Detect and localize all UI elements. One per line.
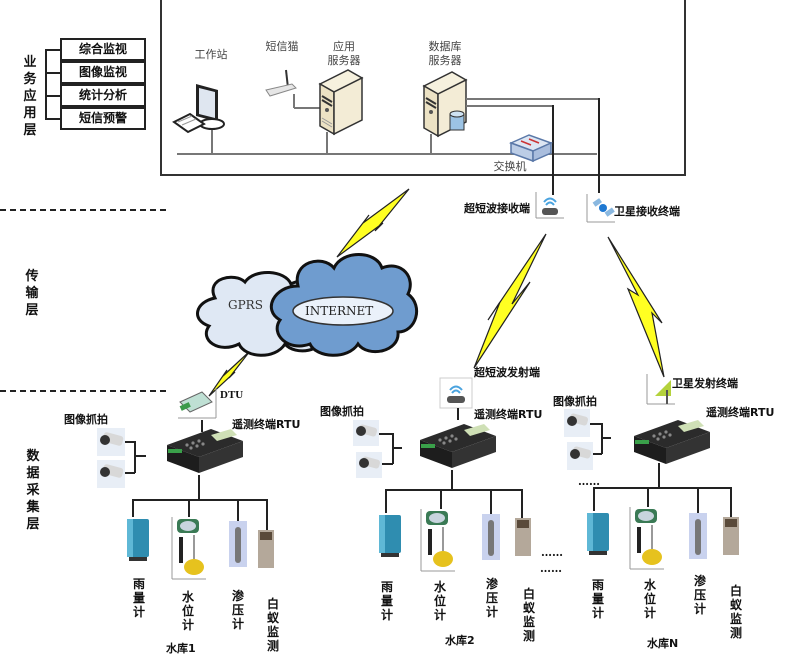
lightning-center-internet <box>336 188 410 258</box>
camera-icon-nb <box>567 442 593 470</box>
workstation-label: 工作站 <box>194 48 228 61</box>
db-server-label: 数据库 服务器 <box>428 40 462 67</box>
sensor-label-rain-1: 雨量计 <box>132 577 145 619</box>
sensor-label-piezometer-1: 渗压计 <box>231 589 244 631</box>
db-to-satellite-link <box>466 98 600 100</box>
rtu-label-n: 遥测终端RTU <box>706 406 775 419</box>
app-module-comprehensive-monitoring[interactable]: 综合监视 <box>60 38 146 61</box>
app-server-label: 应用 服务器 <box>327 40 361 67</box>
station-name-2: 水库2 <box>445 634 475 647</box>
piezometer-icon-2 <box>482 514 500 560</box>
rtu-label-1: 遥测终端RTU <box>232 418 301 431</box>
app-server-icon <box>318 69 364 154</box>
sensor-ellipsis-n: …… <box>540 562 562 575</box>
camera-label-2: 图像抓拍 <box>320 405 364 418</box>
camera-icon-2a <box>353 420 379 446</box>
station-name-1: 水库1 <box>166 642 196 655</box>
sms-modem-icon <box>265 69 322 109</box>
layer-label-application: 业务应用层 <box>23 55 37 138</box>
sensor-ellipsis-2: …… <box>541 546 563 559</box>
sensor-label-water-1: 水位计 <box>181 590 194 632</box>
satellite-transmitter-label: 卫星发射终端 <box>672 377 738 390</box>
uhf-transmitter-label: 超短波发射端 <box>474 366 540 379</box>
termite-monitor-icon-n <box>723 517 739 555</box>
app-module-sms-alert[interactable]: 短信预警 <box>60 107 146 130</box>
layer-label-collection: 数据采集层 <box>26 449 40 532</box>
satellite-receiver-icon <box>586 194 615 223</box>
termite-monitor-icon-2 <box>515 518 531 556</box>
rtu-label-2: 遥测终端RTU <box>474 408 543 421</box>
termite-monitor-icon-1 <box>258 530 274 568</box>
uhf-receiver-label: 超短波接收端 <box>464 202 530 215</box>
camera-icon-2b <box>356 452 382 478</box>
satellite-receiver-label: 卫星接收终端 <box>614 205 680 218</box>
sms-modem-label: 短信猫 <box>265 40 299 53</box>
layer-label-transmission: 传输层 <box>25 269 39 318</box>
satellite-transmitter-icon <box>646 374 675 405</box>
internet-label: INTERNET <box>305 304 374 318</box>
workstation-icon <box>172 84 225 153</box>
water-level-gauge-icon-2 <box>420 509 455 572</box>
water-level-gauge-icon-1 <box>171 517 206 580</box>
piezometer-icon-1 <box>229 521 247 567</box>
camera-icon-na <box>564 409 590 437</box>
piezometer-icon-n <box>689 513 707 559</box>
switch-icon <box>508 134 554 163</box>
rtu-device-icon <box>167 429 243 473</box>
rtu-device-icon <box>420 424 496 468</box>
camera-icon-1b <box>97 460 125 488</box>
sensor-label-termite-n: 白蚁监测 <box>729 584 742 640</box>
lightning-satellite-link <box>607 236 665 378</box>
sensor-label-termite-2: 白蚁监测 <box>522 587 535 643</box>
lan-backbone <box>177 153 597 155</box>
rain-gauge-icon-n <box>587 513 609 555</box>
sensor-label-rain-n: 雨量计 <box>591 578 604 620</box>
sensor-label-piezometer-2: 渗压计 <box>485 577 498 619</box>
lightning-uhf-link <box>473 233 547 369</box>
camera-label-n: 图像抓拍 <box>553 395 597 408</box>
rain-gauge-icon-2 <box>379 515 401 557</box>
lightning-gprs-dtu <box>208 350 251 397</box>
water-level-gauge-icon-n <box>629 507 664 570</box>
rtu-device-icon <box>634 420 710 464</box>
sensor-label-water-2: 水位计 <box>433 580 446 622</box>
camera-icon-1a <box>97 428 125 456</box>
db-to-uhf-link <box>466 105 554 107</box>
app-module-image-monitoring[interactable]: 图像监视 <box>60 61 146 84</box>
layer-divider-bottom <box>0 390 166 392</box>
internet-cloud <box>269 253 419 357</box>
switch-label: 交换机 <box>493 160 527 173</box>
rain-gauge-icon-1 <box>127 519 149 561</box>
layer-divider-top <box>0 209 166 211</box>
camera-ellipsis-n: …… <box>578 475 600 488</box>
control-center-box <box>160 0 686 176</box>
sensor-label-termite-1: 白蚁监测 <box>266 597 279 653</box>
dtu-icon <box>178 388 217 419</box>
uhf-transmitter-icon <box>439 377 473 409</box>
camera-label-1: 图像抓拍 <box>64 413 108 426</box>
sensor-label-piezometer-n: 渗压计 <box>693 574 706 616</box>
uhf-receiver-icon <box>535 192 564 219</box>
sensor-label-rain-2: 雨量计 <box>380 580 393 622</box>
station-name-n: 水库N <box>647 637 679 650</box>
gprs-label: GPRS <box>228 298 263 312</box>
sensor-label-water-n: 水位计 <box>643 578 656 620</box>
db-server-icon <box>422 71 468 154</box>
dtu-label: DTU <box>220 389 244 401</box>
app-module-statistics[interactable]: 统计分析 <box>60 84 146 107</box>
